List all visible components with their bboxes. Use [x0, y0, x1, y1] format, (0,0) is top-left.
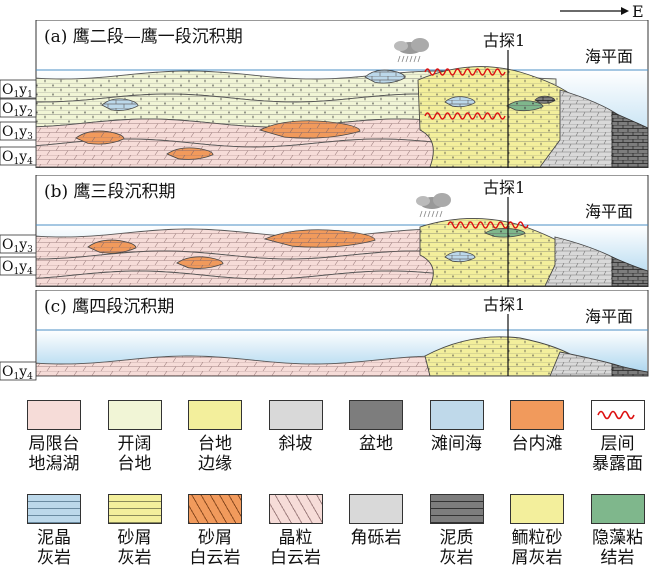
rain-cloud-icon	[416, 193, 451, 218]
legend-swatch	[590, 400, 645, 430]
unit-box	[0, 256, 37, 276]
unit-label: O1y1	[2, 82, 33, 100]
legend-label: 层间 暴露面	[592, 434, 643, 474]
legend-swatch	[107, 400, 162, 430]
legend-item: 砂屑 灰岩	[95, 494, 175, 568]
sea-level-label: 海平面	[585, 307, 633, 326]
sea-level-label: 海平面	[585, 202, 633, 221]
legend-item: 泥质 灰岩	[417, 494, 497, 568]
legend-item: 泥晶 灰岩	[14, 494, 94, 568]
legend-item: 盆地	[336, 400, 416, 454]
legend-item: 隐藻粘 结岩	[578, 494, 650, 568]
well-label: 古探1	[483, 295, 525, 314]
legend-label: 晶粒 白云岩	[270, 528, 321, 568]
exposure-surface	[447, 221, 529, 229]
unit-label: O1y2	[2, 101, 33, 119]
legend-item: 晶粒 白云岩	[256, 494, 336, 568]
unit-box	[0, 79, 37, 99]
unit-label: O1y3	[2, 237, 33, 255]
legend-swatch	[268, 400, 323, 430]
legend-swatch	[510, 494, 564, 524]
exposure-surface	[424, 112, 506, 120]
unit-label: O1y4	[2, 259, 33, 277]
rain-cloud-icon	[394, 38, 429, 63]
legend-swatch	[510, 400, 564, 430]
legend-swatch	[349, 494, 403, 524]
legend-swatch	[349, 400, 403, 430]
legend-item: 层间 暴露面	[578, 400, 650, 474]
legend-label: 台内滩	[511, 434, 563, 454]
unit-box	[0, 98, 37, 118]
legend-label: 滩间海	[431, 434, 482, 454]
sea-level-label: 海平面	[585, 47, 633, 66]
legend-item: 台内滩	[497, 400, 577, 454]
unit-box	[0, 121, 37, 141]
unit-box	[0, 146, 37, 166]
legend-label: 斜坡	[278, 434, 313, 454]
direction-label: E	[632, 2, 644, 21]
unit-box	[0, 234, 37, 254]
legend-label: 砂屑 灰岩	[117, 528, 152, 568]
legend-item: 砂屑 白云岩	[175, 494, 255, 568]
legend-swatch	[188, 494, 242, 524]
unit-label: O1y4	[2, 364, 33, 382]
unit-label: O1y3	[2, 124, 33, 142]
well-label: 古探1	[483, 31, 525, 50]
legend-label: 隐藻粘 结岩	[592, 528, 643, 568]
legend-label: 泥晶 灰岩	[37, 528, 71, 568]
legend-swatch	[27, 400, 81, 430]
legend-label: 砂屑 白云岩	[189, 528, 241, 568]
direction-arrow: E	[560, 2, 644, 21]
legend-swatch	[268, 494, 323, 524]
panel-title: (b) 鹰三段沉积期	[44, 182, 176, 202]
legend-label: 局限台 地潟湖	[28, 434, 80, 474]
legend-label: 开阔 台地	[117, 434, 152, 474]
legend-swatch	[107, 494, 162, 524]
legend-item: 局限台 地潟湖	[14, 400, 94, 474]
exposure-surface	[424, 68, 506, 76]
legend-label: 鲕粒砂 屑灰岩	[511, 528, 563, 568]
panel-c: 古探1 (c) 鹰四段沉积期海平面 O1y4	[0, 290, 649, 382]
exposure-wave-icon	[596, 410, 635, 420]
legend-swatch	[429, 494, 484, 524]
panel-title: (a) 鹰二段—鹰一段沉积期	[44, 27, 243, 47]
legend-item: 台地 边缘	[175, 400, 255, 474]
legend-label: 泥质 灰岩	[439, 528, 474, 568]
legend-label: 角砾岩	[350, 528, 402, 548]
unit-label: O1y4	[2, 149, 33, 167]
legend-item: 斜坡	[256, 400, 336, 454]
legend-swatch	[590, 494, 645, 524]
legend-label: 盆地	[359, 434, 393, 454]
well-label: 古探1	[483, 178, 525, 197]
panel-title: (c) 鹰四段沉积期	[44, 297, 174, 317]
legend: 局限台 地潟湖 开阔 台地 台地 边缘 斜坡 盆地 滩间海 台内滩 层间 暴露面泥晶 灰岩 砂屑…	[0, 392, 650, 580]
legend-item: 开阔 台地	[95, 400, 175, 474]
legend-item: 鲕粒砂 屑灰岩	[497, 494, 577, 568]
legend-label: 台地 边缘	[198, 434, 232, 474]
legend-swatch	[429, 400, 484, 430]
legend-item: 滩间海	[417, 400, 497, 454]
unit-box	[0, 361, 37, 381]
legend-swatch	[188, 400, 242, 430]
legend-item: 角砾岩	[336, 494, 416, 548]
legend-swatch	[27, 494, 81, 524]
